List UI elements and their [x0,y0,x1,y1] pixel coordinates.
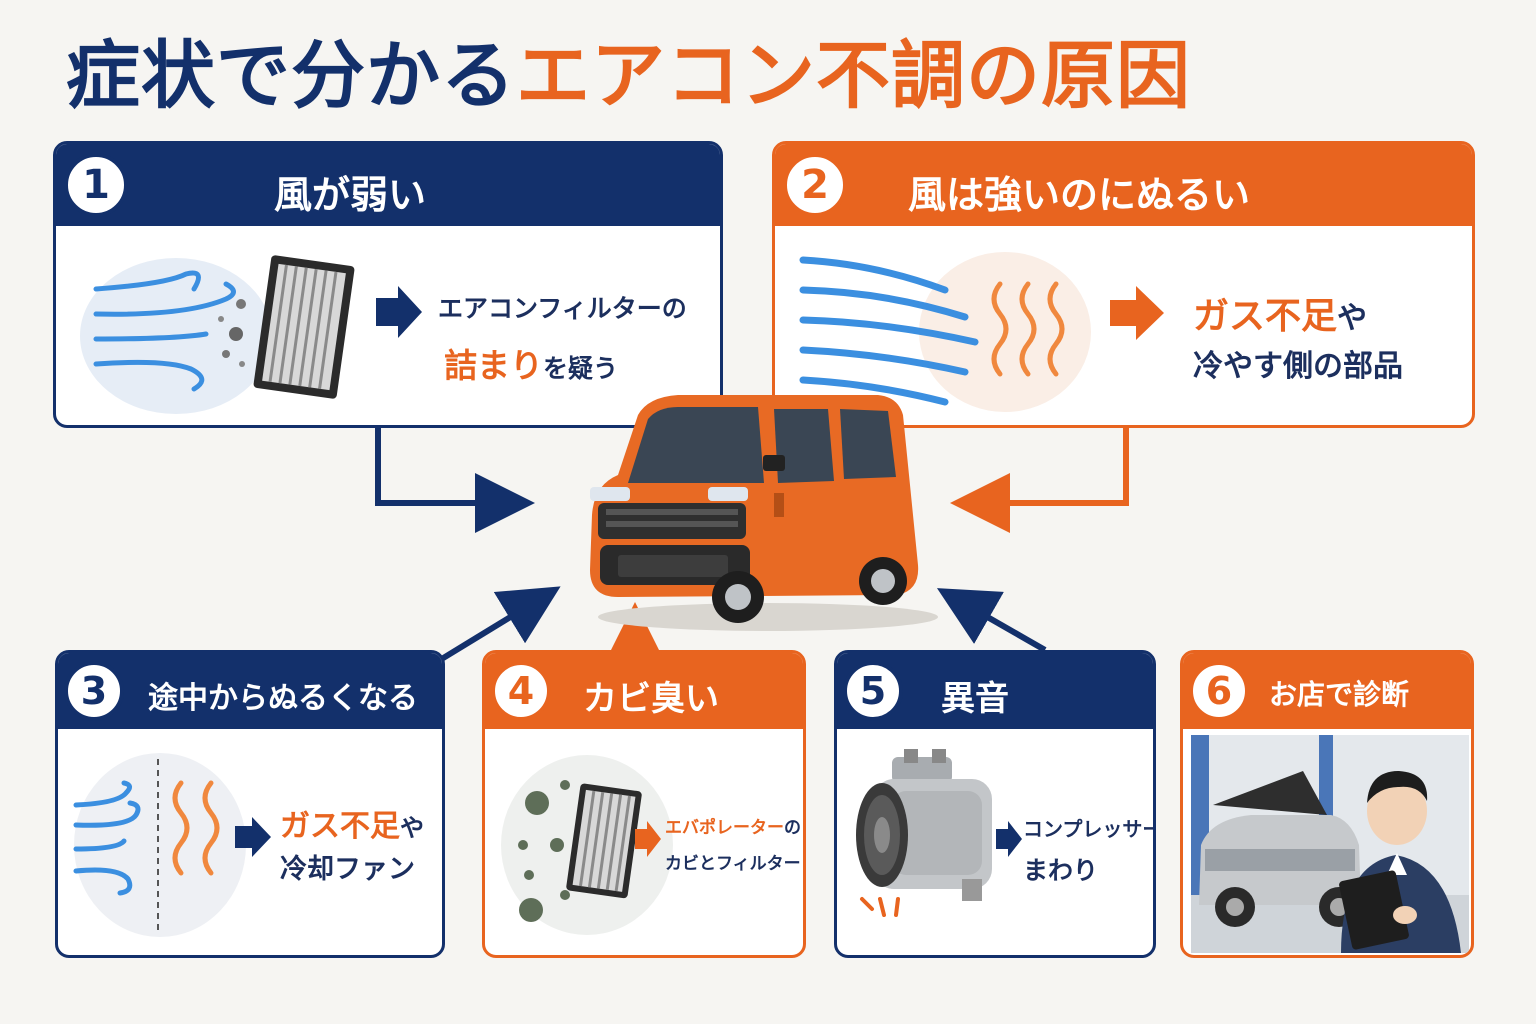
symptom-label: 風は強いのにぬるい [908,173,1251,217]
arrow-card5-to-van [936,588,1047,653]
symptom-label: 風が弱い [274,173,427,217]
card-header: 1 風が弱い [56,144,720,226]
cause-rest: を疑う [543,354,619,383]
arrow-right-icon [235,817,271,857]
cause-line1: エバポレーターの [665,813,801,838]
symptom-label: カビ臭い [583,679,719,719]
cause-line2: 冷やす側の部品 [1193,349,1403,384]
cabin-filter-icon [566,783,642,899]
cause-rest: や [400,814,424,842]
compressor-icon [856,749,992,917]
cause-line2: 詰まりを疑う [444,339,618,387]
cause-highlight: ガス不足 [280,809,400,844]
arrow-right-icon [996,821,1022,857]
page-title: 症状で分かるエアコン不調の原因 [66,28,1191,124]
cause-line1: コンプレッサー [1023,817,1156,841]
card-header: 4 カビ臭い [485,653,803,729]
cause-highlight: ガス不足 [1193,296,1338,337]
title-part2: エアコン不調の原因 [516,33,1191,119]
card-warm-strong-air: 2 風は強いのにぬるい ガス不足や 冷やす側の部品 [772,141,1475,428]
cause-highlight: エバポレーター [665,818,784,838]
number-badge: 4 [491,661,551,721]
symptom-label: 異音 [941,679,1009,719]
number-badge: 6 [1189,661,1249,721]
card-shop-diagnosis: 6 お店で診断 [1180,650,1474,958]
cause-line2: 冷却ファン [280,854,415,885]
number-badge: 1 [64,153,128,217]
cause-rest: の [784,818,801,838]
title-part1: 症状で分かる [66,33,516,119]
heat-waves-icon [991,281,1065,377]
cause-line2: まわり [1023,856,1099,885]
card-header: 5 異音 [837,653,1153,729]
heat-waves-icon [172,780,220,876]
van-illustration [590,395,938,631]
number-badge: 3 [64,661,124,721]
arrow-right-icon [376,286,422,338]
cause-line1: エアコンフィルターの [438,294,687,323]
card-musty-smell: 4 カビ臭い エバポレーターの カビとフィルター [482,650,806,958]
number-badge: 5 [843,661,903,721]
card-abnormal-noise: 5 異音 コンプレッサー まわり [834,650,1156,958]
card-header: 2 風は強いのにぬるい [775,144,1472,226]
arrow-right-icon [635,821,661,857]
card-gets-warm-midway: 3 途中からぬるくなる ガス不足や 冷却ファン [55,650,445,958]
cause-line2: カビとフィルター [665,854,801,874]
cause-line1: ガス不足や [1193,287,1367,339]
arrow-card1-to-van [375,428,535,533]
cause-line1: ガス不足や [280,801,424,845]
card-header: 3 途中からぬるくなる [58,653,442,729]
number-badge: 2 [783,153,847,217]
airflow-icon [80,258,272,414]
cause-rest: や [1337,301,1368,336]
card-weak-airflow: 1 風が弱い エアコンフィルターの 詰まりを疑う [53,141,723,428]
arrow-right-icon [1110,286,1164,340]
cause-highlight: 詰まり [444,346,543,385]
mechanic-illustration [1191,735,1469,953]
symptom-label: 途中からぬるくなる [148,681,418,716]
arrow-card2-to-van [950,428,1129,533]
cabin-filter-icon [253,255,355,399]
symptom-label: お店で診断 [1269,678,1410,711]
arrow-card3-to-van [438,586,561,663]
card-header: 6 お店で診断 [1183,653,1471,729]
